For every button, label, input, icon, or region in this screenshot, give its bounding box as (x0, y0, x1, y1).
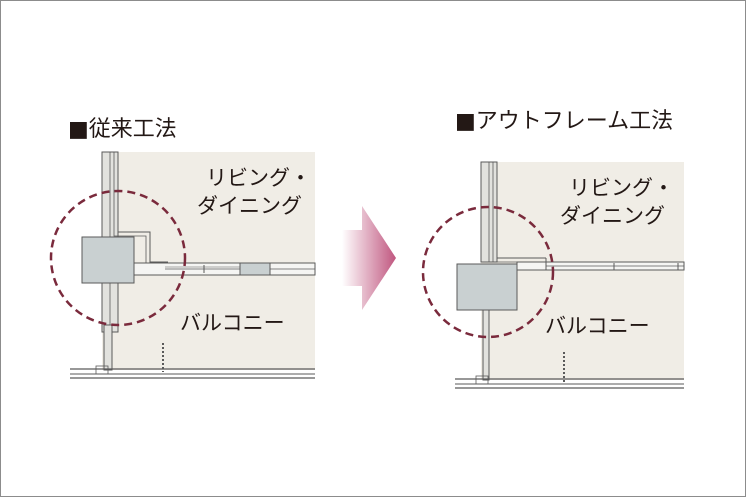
left-room-area (102, 152, 315, 370)
left-highlight-circle (49, 189, 187, 327)
right-panel (421, 161, 685, 389)
right-title: ■アウトフレーム工法 (455, 109, 673, 134)
right-column (456, 263, 518, 311)
right-room-living-line2: ダイニング (560, 204, 665, 228)
left-title: ■従来工法 (68, 117, 177, 142)
left-room-living-line1: リビング・ (206, 166, 311, 190)
right-lower-wall (482, 309, 490, 381)
left-room-balcony: バルコニー (180, 311, 285, 335)
left-room-living-line2: ダイニング (197, 194, 302, 218)
left-lower-wall (103, 324, 113, 371)
right-highlight-circle (421, 205, 555, 339)
right-room-balcony: バルコニー (545, 314, 650, 338)
left-panel (49, 151, 316, 379)
transition-arrow (342, 206, 396, 310)
left-column (81, 236, 135, 284)
right-room-living-line1: リビング・ (569, 176, 674, 200)
